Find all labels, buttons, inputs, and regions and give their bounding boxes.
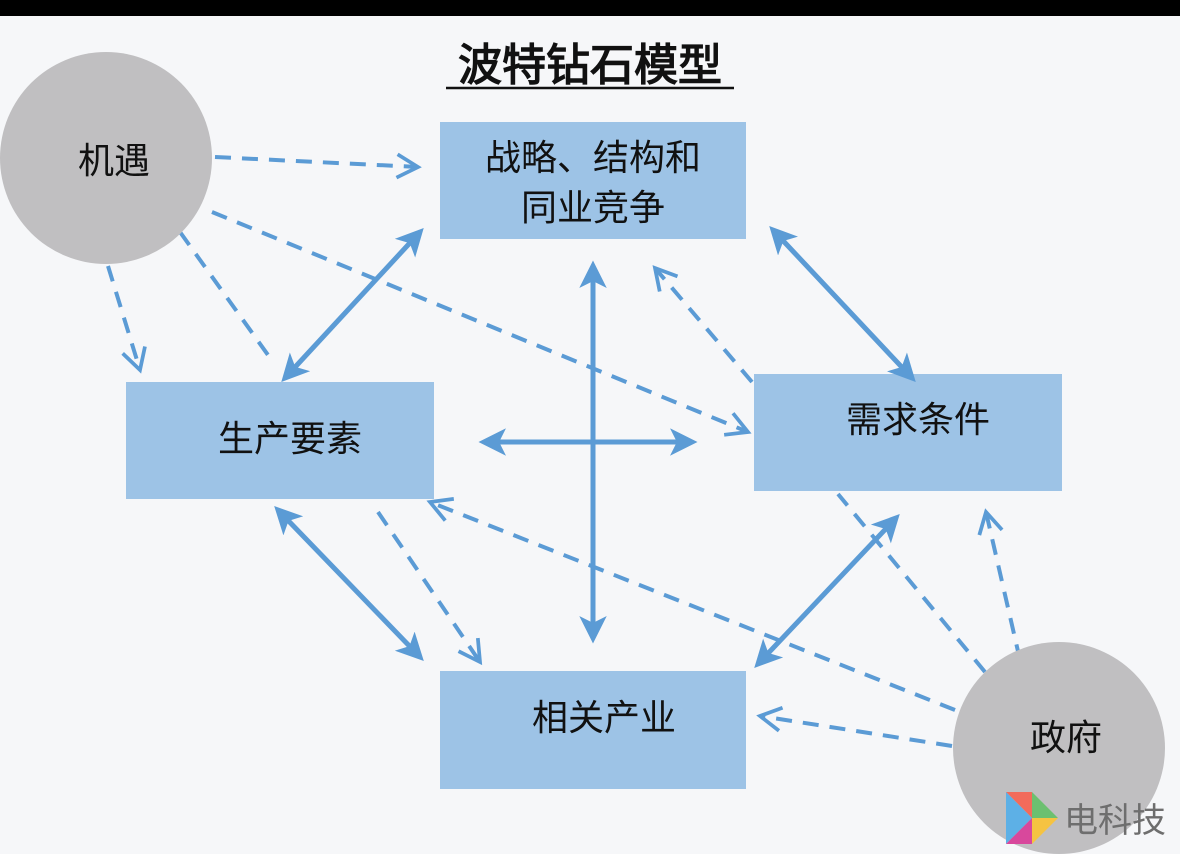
watermark-text: 电科技 bbox=[1064, 801, 1166, 841]
related-box bbox=[440, 671, 746, 789]
line-demand-toward-government bbox=[836, 492, 987, 674]
line-chance-toward-factors bbox=[178, 230, 275, 364]
arrow-government-to-demand bbox=[977, 508, 1022, 661]
strategy-box bbox=[440, 122, 746, 239]
diagram-title: 波特钻石模型 bbox=[458, 40, 722, 91]
arrow-factors-strategy bbox=[281, 227, 424, 383]
arrow-factors-related bbox=[274, 506, 424, 661]
arrow-demand-to-strategy bbox=[652, 265, 754, 384]
solid-arrows bbox=[274, 225, 916, 668]
arrow-government-to-factors bbox=[426, 497, 956, 712]
arrow-chance-to-strategy bbox=[214, 152, 422, 180]
arrow-chance-to-factors bbox=[106, 265, 147, 374]
related-label: 相关产业 bbox=[532, 698, 676, 739]
arrow-government-to-related bbox=[756, 705, 953, 748]
arrow-factors-to-related bbox=[376, 510, 483, 666]
watermark: 电科技 bbox=[1006, 792, 1166, 844]
demand-label: 需求条件 bbox=[846, 400, 990, 441]
chance-label: 机遇 bbox=[78, 141, 150, 182]
demand-box bbox=[754, 374, 1062, 491]
strategy-label-line1: 战略、结构和 bbox=[485, 138, 701, 179]
factors-label: 生产要素 bbox=[218, 419, 362, 460]
chance-circle bbox=[0, 52, 212, 264]
top-bar bbox=[0, 0, 1180, 16]
watermark-logo-icon bbox=[1006, 792, 1058, 844]
arrow-demand-related bbox=[754, 514, 900, 668]
arrow-strategy-demand bbox=[769, 225, 916, 383]
strategy-label-line2: 同业竞争 bbox=[521, 188, 665, 229]
factors-box bbox=[126, 382, 434, 499]
government-label: 政府 bbox=[1030, 718, 1102, 759]
